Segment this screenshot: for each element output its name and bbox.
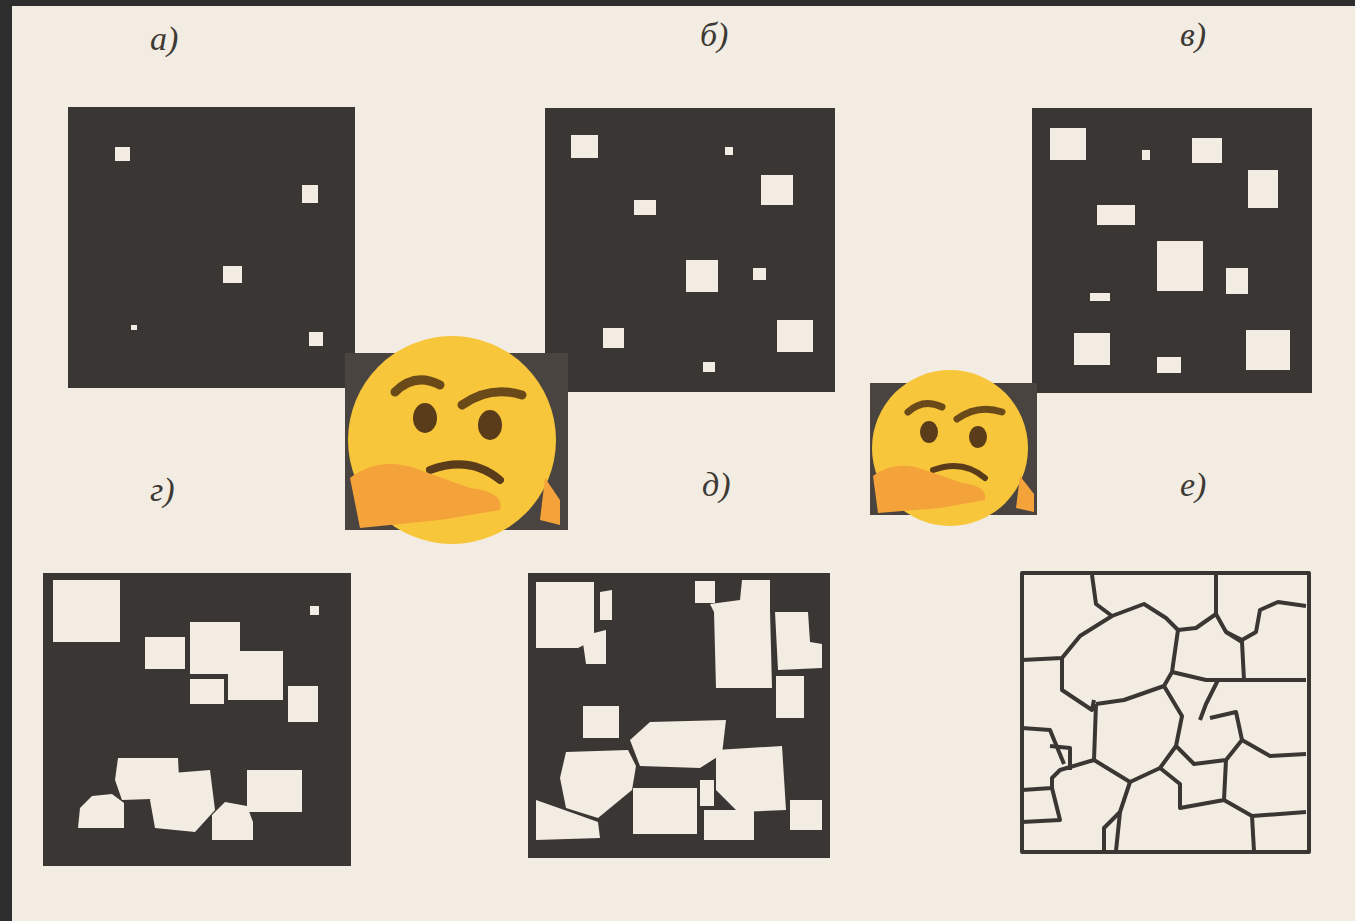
panel-letter: е) xyxy=(1180,468,1206,502)
panel-letter: г) xyxy=(150,473,175,507)
panel-letter: а) xyxy=(150,22,178,56)
panel-grounds xyxy=(43,107,1312,866)
panel-letter: в) xyxy=(1180,18,1206,52)
grain-boundaries xyxy=(1022,573,1309,852)
thinking-emoji xyxy=(870,370,1037,526)
panel-letter: б) xyxy=(700,18,728,52)
panel-letter: д) xyxy=(702,468,731,502)
thinking-emoji xyxy=(345,336,568,544)
